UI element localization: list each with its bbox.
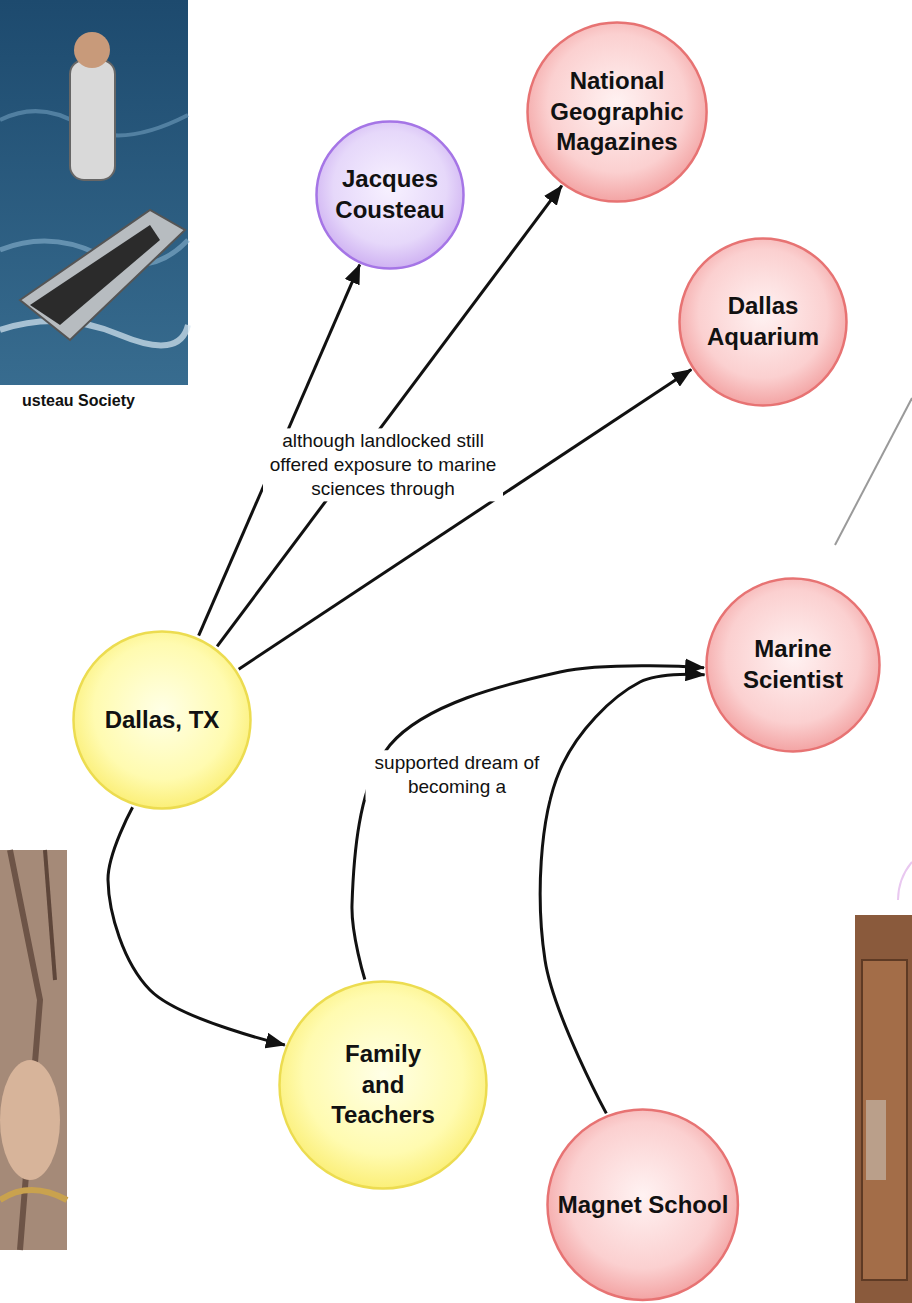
partial-circle (898, 862, 912, 900)
circle-node: Marine Scientist (705, 577, 881, 753)
circle-outline (678, 237, 848, 407)
leader-line (835, 398, 912, 545)
edge-label: although landlocked still offered exposu… (263, 428, 503, 501)
node-label: Magnet School (550, 1190, 735, 1221)
circle-node: Jacques Cousteau (315, 120, 465, 270)
node-label: Jacques Cousteau (323, 164, 458, 225)
node-label: Family and Teachers (327, 1039, 439, 1131)
node-label: Dallas Aquarium (698, 291, 828, 352)
node-label: National Geographic Magazines (543, 66, 691, 158)
edge-label: supported dream of becoming a (366, 750, 549, 800)
school-photo (855, 915, 912, 1303)
circle-node: Family and Teachers (278, 980, 488, 1190)
connector-arrow (352, 666, 704, 980)
node-label: Marine Scientist (726, 634, 861, 695)
circle-outline (315, 120, 465, 270)
circle-outline (705, 577, 881, 753)
circle-node: Magnet School (546, 1108, 739, 1301)
circle-node: Dallas Aquarium (678, 237, 848, 407)
node-label: Dallas, TX (82, 705, 242, 736)
connector-arrow (108, 807, 285, 1045)
circle-node: National Geographic Magazines (526, 21, 708, 203)
connector-arrow (540, 674, 704, 1113)
cousteau-photo (0, 0, 188, 420)
photo-caption: usteau Society (22, 392, 135, 410)
person-photo (0, 850, 67, 1250)
connector-arrow (239, 369, 692, 669)
circle-node: Dallas, TX (72, 630, 252, 810)
